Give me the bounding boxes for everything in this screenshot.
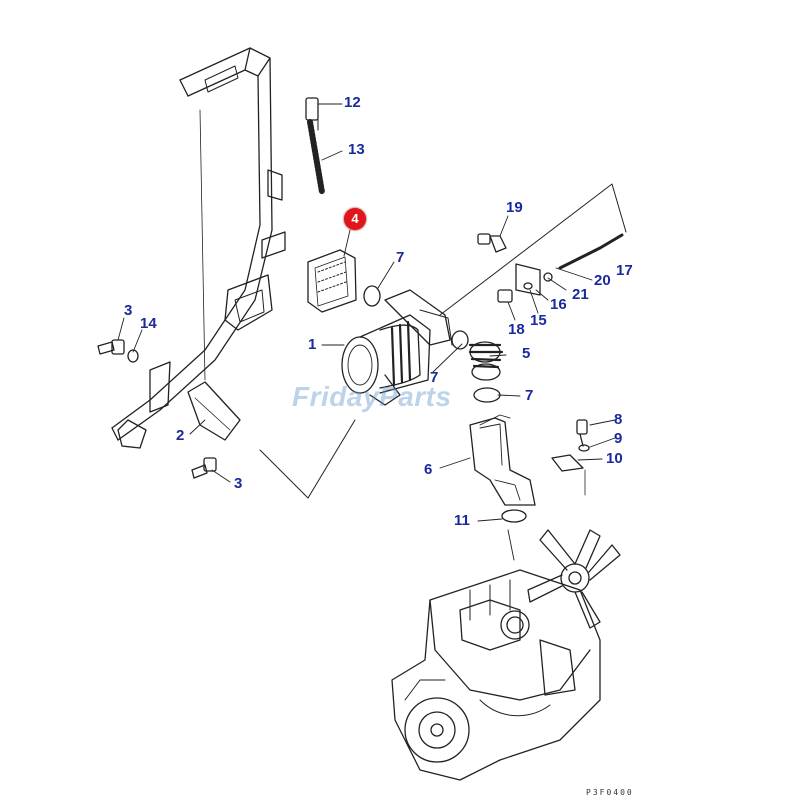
drawing-code: P3F0400 xyxy=(586,788,634,797)
filter-element-4 xyxy=(307,249,357,313)
callout-19: 19 xyxy=(506,199,523,216)
callout-18: 18 xyxy=(508,321,525,338)
clamp-7-upper xyxy=(363,285,381,307)
fan xyxy=(527,529,621,629)
watermark-logo: FridayParts xyxy=(292,381,452,412)
air-cleaner-1 xyxy=(341,289,453,406)
callout-20: 20 xyxy=(594,272,611,289)
callout-14: 14 xyxy=(140,315,157,332)
callout-3: 3 xyxy=(234,475,243,492)
gasket-11 xyxy=(501,509,527,523)
cab-frame xyxy=(111,47,286,449)
callout-13: 13 xyxy=(348,141,365,158)
bolt-3-upper xyxy=(97,339,139,363)
callout-7: 7 xyxy=(525,387,534,404)
leader-lines xyxy=(117,103,627,561)
callout-15: 15 xyxy=(530,312,547,329)
callout-9: 9 xyxy=(614,430,623,447)
bracket-2 xyxy=(187,381,241,441)
callout-16: 16 xyxy=(550,296,567,313)
callout-10: 10 xyxy=(606,450,623,467)
callout-21: 21 xyxy=(572,286,589,303)
hose-5 xyxy=(451,330,504,403)
bolt-8-set xyxy=(551,419,590,472)
callout-2: 2 xyxy=(176,427,185,444)
callout-17: 17 xyxy=(616,262,633,279)
bolt-3-lower xyxy=(191,457,217,479)
callout-5: 5 xyxy=(522,345,531,362)
callout-7: 7 xyxy=(430,369,439,386)
engine xyxy=(391,569,601,781)
callout-8: 8 xyxy=(614,411,623,428)
callout-7: 7 xyxy=(396,249,405,266)
pipe-12-13 xyxy=(305,97,325,195)
callout-4-highlighted: 4 xyxy=(344,208,366,230)
callout-1: 1 xyxy=(308,336,317,353)
callout-11: 11 xyxy=(454,512,470,529)
callout-12: 12 xyxy=(344,94,361,111)
callout-3: 3 xyxy=(124,302,133,319)
duct-6 xyxy=(469,414,536,506)
small-parts-15-21 xyxy=(477,233,624,303)
callout-6: 6 xyxy=(424,461,433,478)
